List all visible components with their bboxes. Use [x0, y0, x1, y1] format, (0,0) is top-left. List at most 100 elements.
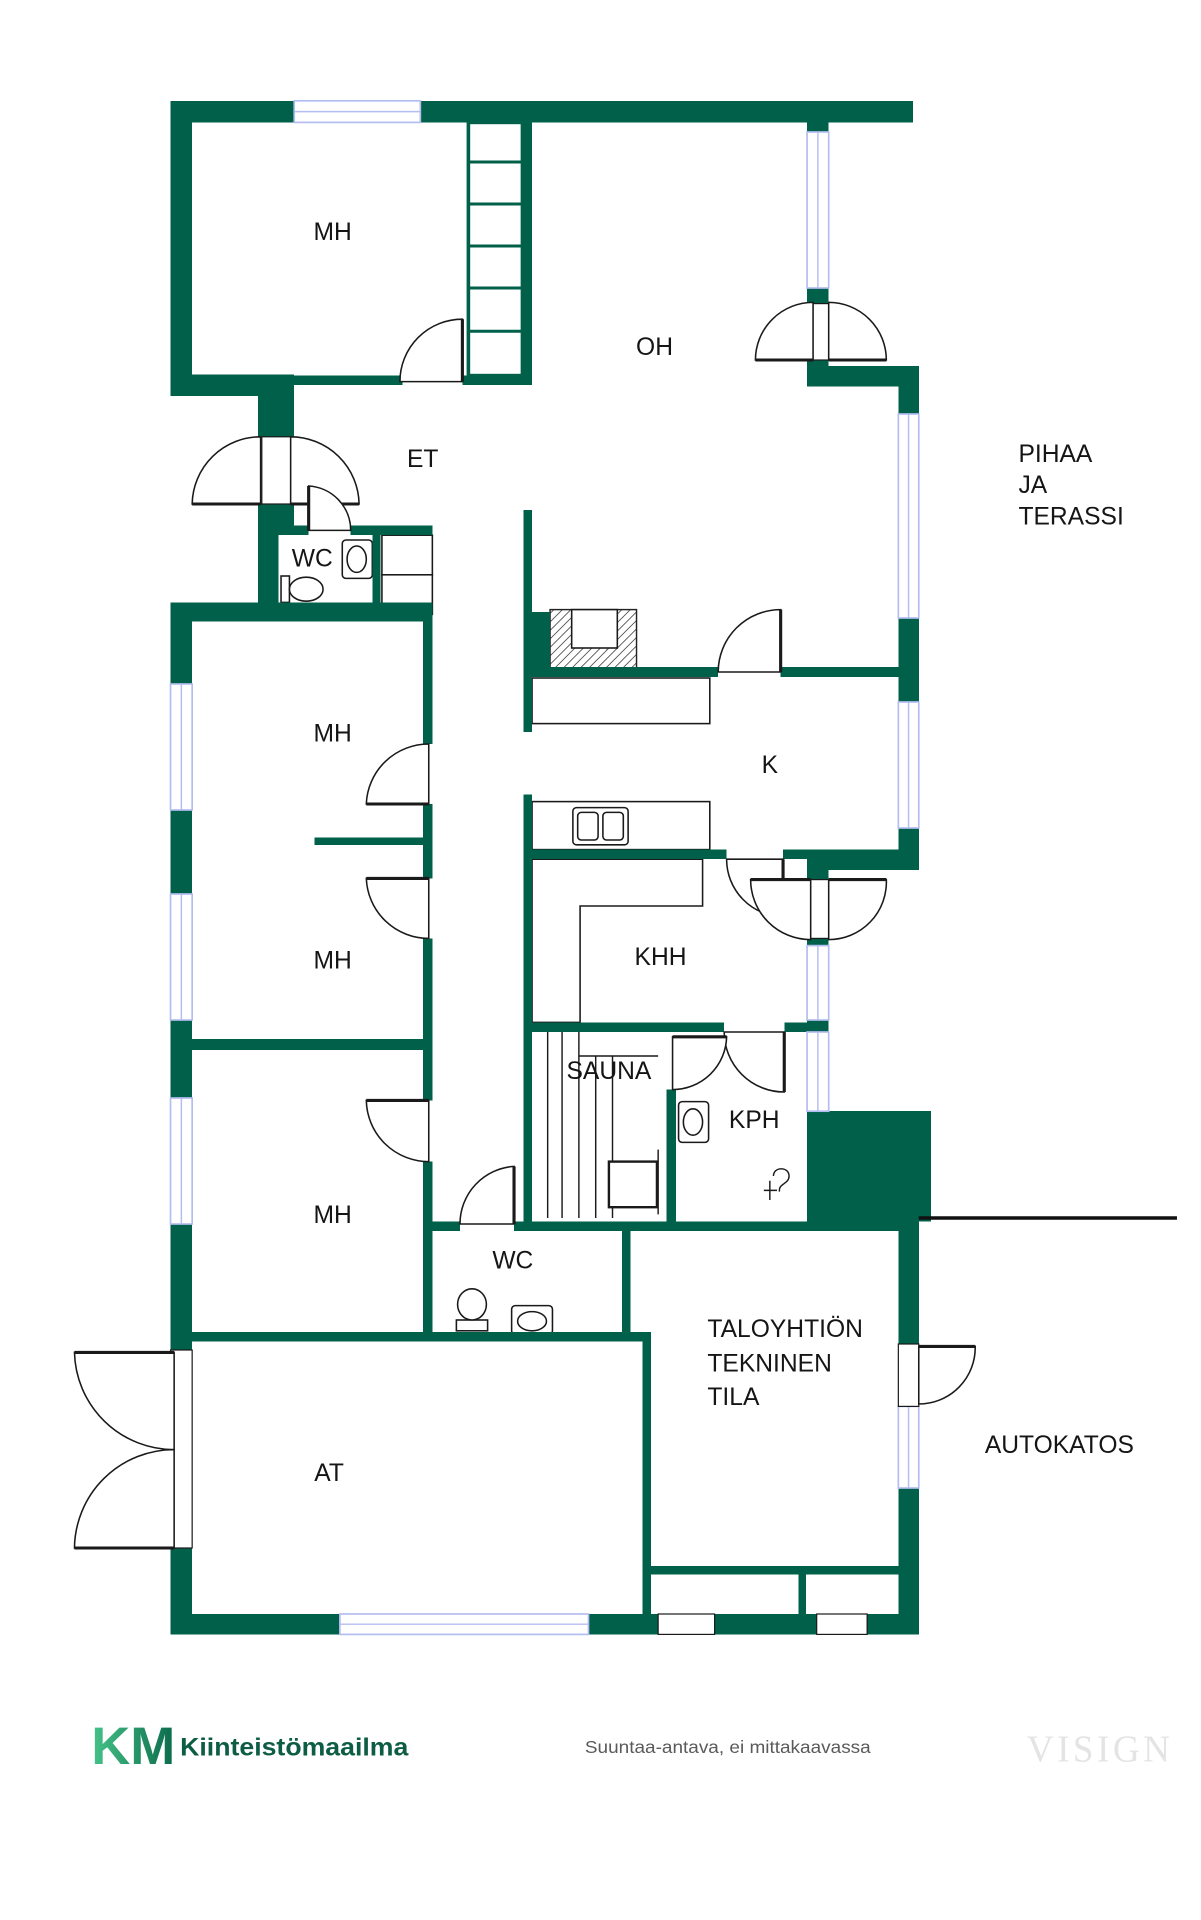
wall	[807, 849, 919, 870]
door-frame	[657, 1613, 716, 1635]
utility-counter	[531, 858, 704, 1024]
wall	[828, 366, 919, 387]
room-label-khh: KHH	[635, 944, 687, 971]
toilet-bowl	[456, 1288, 488, 1321]
toilet-bowl	[288, 576, 324, 602]
wall	[258, 374, 295, 437]
sauna-stove	[607, 1160, 659, 1209]
kitchen-sink-basin-left	[576, 811, 599, 841]
wall	[278, 504, 295, 526]
door-swing	[749, 878, 812, 941]
wall	[170, 602, 433, 622]
wall	[422, 804, 433, 879]
sauna-benches	[546, 1032, 659, 1218]
visign-watermark: VISIGN	[1027, 1729, 1174, 1771]
wall	[649, 1566, 899, 1575]
door-swing	[365, 743, 430, 805]
wall	[780, 667, 899, 677]
wall	[532, 667, 719, 677]
wall	[807, 870, 829, 880]
wall	[422, 621, 433, 744]
wall	[666, 1089, 677, 1222]
door-swing	[717, 608, 782, 673]
wall	[807, 288, 829, 304]
room-label-mh-middle-lower: MH	[314, 947, 352, 974]
door-swing	[73, 1448, 175, 1549]
wall	[532, 849, 727, 860]
wall	[170, 100, 913, 123]
wall	[807, 122, 829, 132]
kitchen-counter-upper	[531, 677, 711, 725]
wall	[350, 525, 433, 536]
wardrobe-shelves	[468, 160, 523, 333]
wall	[522, 122, 533, 386]
outdoor-label-terrace-line1: PIHAA	[1018, 441, 1092, 468]
door-swing	[917, 1345, 976, 1405]
wall	[807, 938, 829, 946]
room-label-mh-top: MH	[314, 219, 352, 246]
wall	[642, 1332, 651, 1614]
wall	[170, 100, 193, 397]
door-swing	[73, 1351, 175, 1451]
outdoor-label-terrace-line3: TERASSI	[1018, 503, 1123, 530]
wardrobe	[466, 120, 525, 378]
room-label-wc-entry: WC	[292, 545, 333, 572]
scale-disclaimer: Suuntaa-antava, ei mittakaavassa	[585, 1737, 871, 1757]
wall	[807, 1111, 931, 1222]
room-label-tekninen-line1: TALOYHTIÖN	[707, 1316, 862, 1343]
fixtures	[280, 120, 790, 1336]
door-swing	[754, 301, 814, 361]
wall	[532, 1022, 725, 1032]
wall	[462, 375, 533, 386]
wall	[898, 1221, 919, 1344]
wall	[898, 386, 919, 414]
wall	[314, 837, 423, 845]
wall	[523, 794, 533, 1222]
door-swing	[399, 318, 464, 383]
toilet-tank	[280, 575, 291, 604]
brand-name: Kiinteistömaailma	[180, 1734, 409, 1762]
km-logo: KM	[91, 1717, 175, 1776]
wall	[422, 938, 433, 1101]
fireplace-opening	[570, 608, 619, 649]
room-label-tekninen-line2: TEKNINEN	[707, 1351, 831, 1378]
wall	[532, 612, 551, 670]
room-label-sauna: SAUNA	[566, 1058, 651, 1085]
wall	[898, 618, 919, 702]
door-swing	[307, 485, 352, 532]
door-swing	[459, 1165, 515, 1225]
door-swing	[365, 877, 430, 940]
wc-sink-basin	[516, 1310, 548, 1332]
room-label-k: K	[762, 752, 779, 779]
doors	[73, 301, 976, 1550]
wall	[294, 375, 403, 386]
room-label-tekninen-line3: TILA	[707, 1384, 760, 1411]
door-swing	[827, 301, 888, 361]
door-swing	[723, 1031, 786, 1093]
wall	[372, 535, 381, 605]
wall	[422, 1161, 433, 1342]
room-label-oh: OH	[636, 334, 673, 361]
room-label-wc-lower: WC	[492, 1247, 533, 1274]
door-swing	[827, 878, 888, 941]
hall-cabinet-upper	[381, 534, 434, 576]
wall	[170, 1548, 193, 1635]
wall	[798, 1574, 806, 1614]
wall	[622, 1228, 631, 1337]
toilet-tank	[455, 1319, 489, 1332]
wc-sink-basin	[346, 545, 368, 574]
wall	[523, 510, 533, 732]
room-label-kph: KPH	[729, 1107, 780, 1134]
room-label-et: ET	[407, 446, 438, 473]
wall	[807, 360, 829, 387]
wall	[278, 525, 309, 536]
door-frame	[897, 1343, 920, 1407]
wall	[784, 1022, 808, 1032]
kitchen-sink-basin-right	[602, 811, 625, 841]
outdoor-label-terrace-line2: JA	[1018, 472, 1047, 499]
wall	[170, 1332, 650, 1342]
outdoor-label-carport: AUTOKATOS	[985, 1432, 1134, 1459]
room-label-mh-middle-upper: MH	[314, 721, 352, 748]
door-swing	[365, 1099, 430, 1163]
